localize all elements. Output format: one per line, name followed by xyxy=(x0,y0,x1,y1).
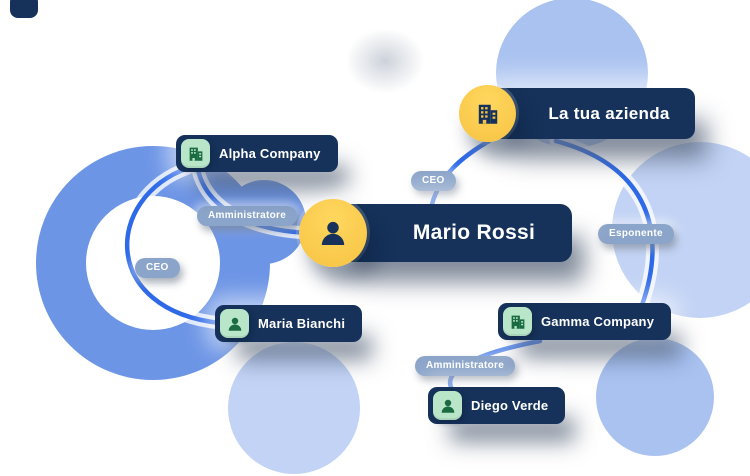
node-label: Diego Verde xyxy=(471,398,549,413)
node-mario-rossi[interactable]: Mario Rossi xyxy=(299,199,573,269)
edge-label-esponente: Esponente xyxy=(598,224,674,244)
edge-label-amministratore: Amministratore xyxy=(415,356,516,376)
node-label: La tua azienda xyxy=(548,103,670,123)
edge-label-amministratore: Amministratore xyxy=(197,206,298,226)
node-card: La tua azienda xyxy=(487,88,695,139)
node-label: Alpha Company xyxy=(219,146,321,161)
node-label: Maria Bianchi xyxy=(258,316,346,331)
node-label: Mario Rossi xyxy=(412,221,536,244)
building-icon xyxy=(181,139,210,168)
node-diego-verde[interactable]: Diego Verde xyxy=(428,387,566,424)
edge-label-ceo: CEO xyxy=(411,171,456,191)
decor-shadow-blob xyxy=(330,16,440,106)
decor-circle xyxy=(228,342,360,474)
node-alpha-company[interactable]: Alpha Company xyxy=(176,135,338,172)
building-icon xyxy=(503,307,532,336)
decor-circle xyxy=(596,338,714,456)
node-label: Gamma Company xyxy=(541,314,655,329)
node-la-tua-azienda[interactable]: La tua azienda xyxy=(459,85,695,143)
node-gamma-company[interactable]: Gamma Company xyxy=(498,303,672,340)
decor-dot xyxy=(10,0,38,18)
building-icon xyxy=(459,85,516,142)
edge-label-ceo: CEO xyxy=(135,258,180,278)
person-icon xyxy=(220,309,249,338)
person-icon xyxy=(433,391,462,420)
node-card: Mario Rossi xyxy=(332,204,572,262)
node-maria-bianchi[interactable]: Maria Bianchi xyxy=(215,305,363,342)
person-icon xyxy=(299,199,367,267)
